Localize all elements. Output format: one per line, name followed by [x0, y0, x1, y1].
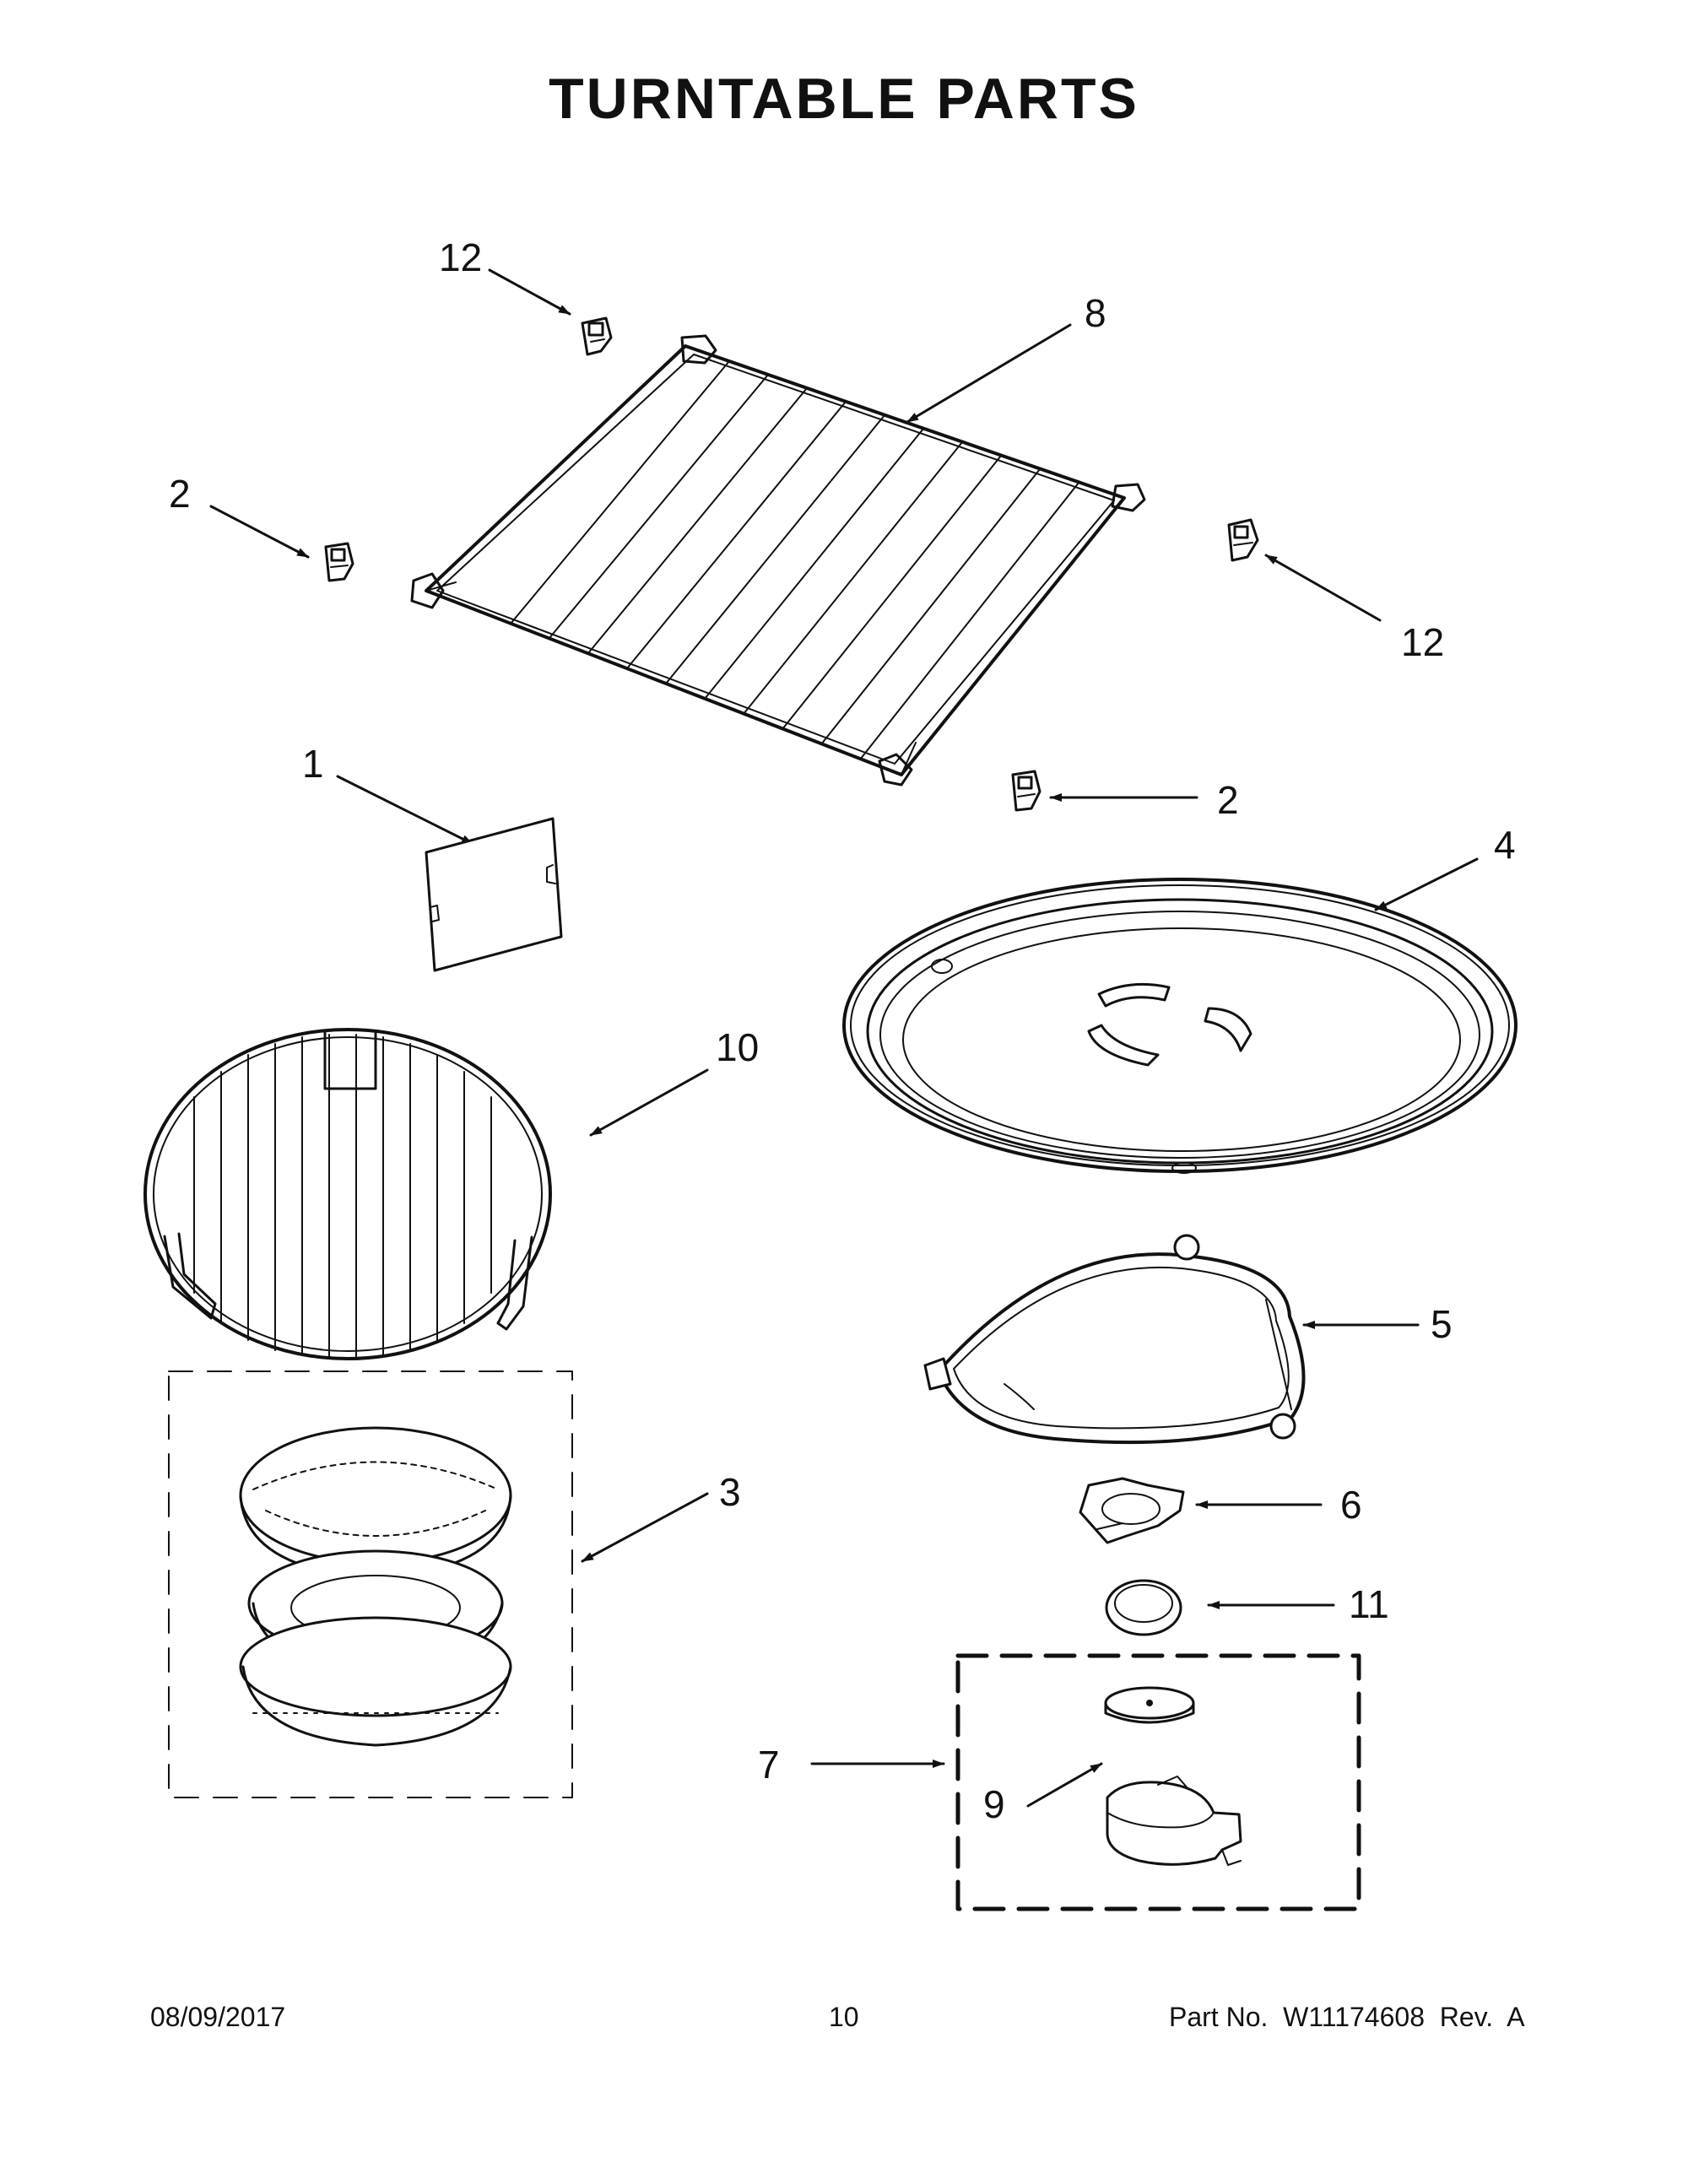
- callout-1: 1: [302, 742, 324, 786]
- part-5-roller-guide: [923, 1234, 1306, 1445]
- part-7-motor-assembly: [955, 1653, 1361, 1911]
- callout-6: 6: [1340, 1483, 1362, 1527]
- part-4-turntable-tray: [842, 878, 1518, 1174]
- page-title: TURNTABLE PARTS: [549, 67, 1139, 131]
- callout-9: 9: [983, 1782, 1005, 1826]
- part-11-ring: [1105, 1579, 1182, 1636]
- footer-part-number: Part No. W11174608 Rev. A: [1169, 2002, 1525, 2032]
- callout-2-lower: 2: [1217, 778, 1239, 822]
- part-12-clip-upper: [581, 316, 613, 356]
- callout-4: 4: [1494, 823, 1516, 867]
- part-1-waveguide-cover: [425, 817, 563, 972]
- callout-3: 3: [719, 1470, 741, 1514]
- part-6-roller-hub: [1079, 1477, 1185, 1544]
- callout-7: 7: [758, 1743, 780, 1787]
- part-12-clip-right: [1227, 518, 1259, 562]
- callout-5: 5: [1431, 1302, 1453, 1346]
- part-8-wire-rack: [410, 334, 1146, 787]
- callout-12-upper: 12: [439, 235, 483, 279]
- callout-2-left: 2: [169, 472, 191, 516]
- leader-lines: [209, 268, 1479, 1808]
- callout-11: 11: [1349, 1582, 1389, 1626]
- callout-8: 8: [1085, 291, 1106, 335]
- part-3-crisper-assembly: [168, 1370, 573, 1798]
- part-2-clip-lower: [1011, 770, 1041, 812]
- callout-12-right: 12: [1401, 620, 1445, 664]
- callout-10: 10: [716, 1025, 760, 1069]
- footer-page-number: 10: [829, 2002, 859, 2032]
- footer-date: 08/09/2017: [150, 2002, 286, 2032]
- part-2-clip-left: [324, 542, 354, 582]
- part-10-round-rack: [143, 1028, 552, 1360]
